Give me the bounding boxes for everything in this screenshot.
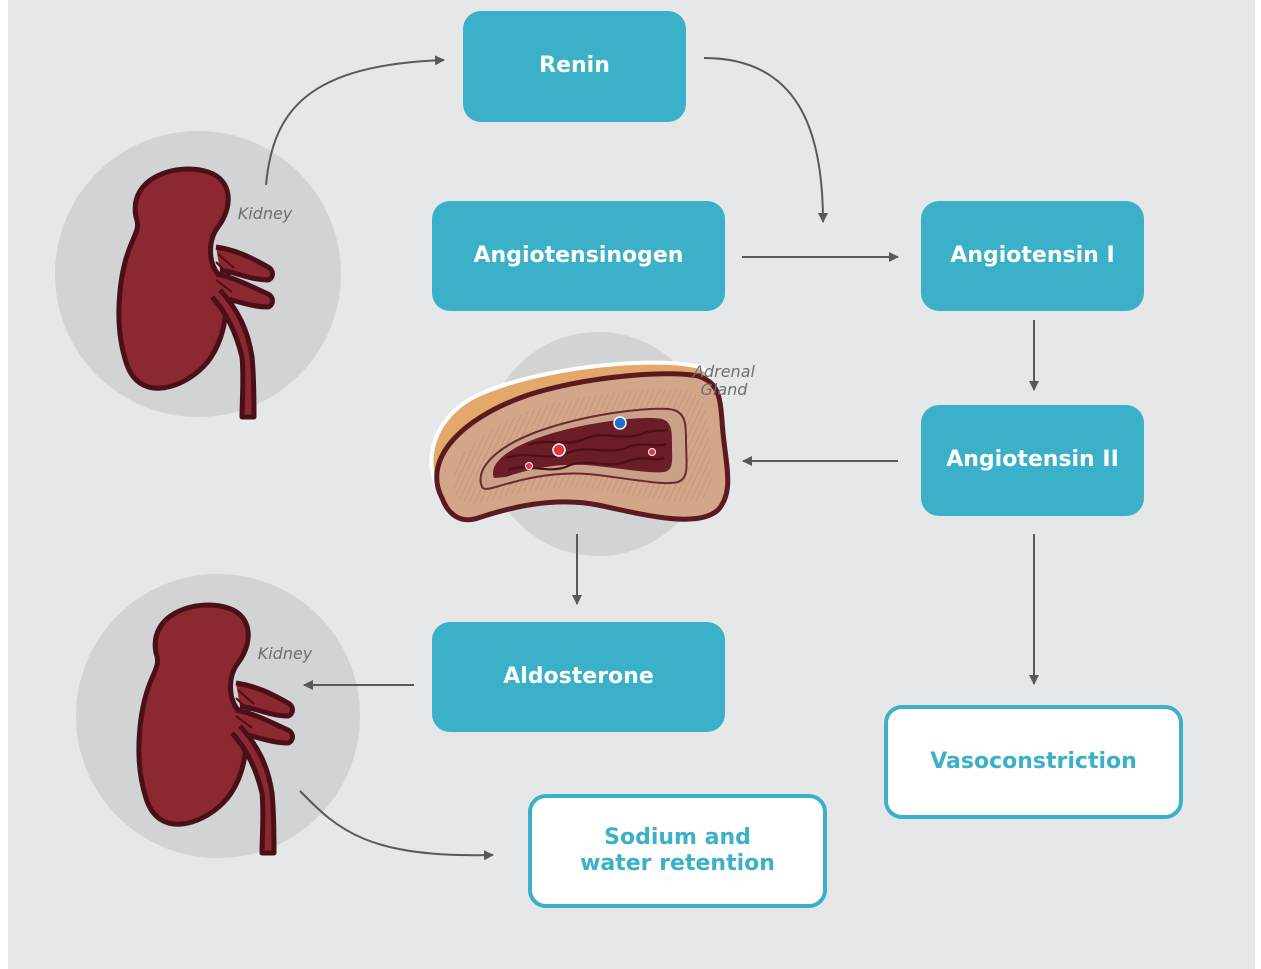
vasoconstriction-node: Vasoconstriction — [884, 705, 1183, 819]
aldosterone-node: Aldosterone — [432, 622, 725, 732]
angiotensin-1-node: Angiotensin I — [921, 201, 1144, 311]
arrow-renin-to-angiotensin-1 — [704, 58, 823, 222]
adrenal-label-line-1: Adrenal — [684, 363, 764, 381]
renin-node: Renin — [463, 11, 686, 122]
sodium-water-retention-node: Sodium and water retention — [528, 794, 827, 908]
kidney-label-top: Kidney — [230, 205, 300, 223]
sodium-retention-line-1: Sodium and — [604, 825, 751, 851]
angiotensinogen-node: Angiotensinogen — [432, 201, 725, 311]
adrenal-gland-label: Adrenal Gland — [684, 363, 764, 398]
diagram-canvas: Renin Angiotensinogen Angiotensin I Angi… — [8, 0, 1255, 969]
arrow-kidney-to-renin — [266, 60, 444, 185]
angiotensin-2-node: Angiotensin II — [921, 405, 1144, 516]
kidney-label-bottom: Kidney — [250, 645, 320, 663]
adrenal-label-line-2: Gland — [684, 381, 764, 399]
sodium-retention-line-2: water retention — [580, 851, 775, 877]
